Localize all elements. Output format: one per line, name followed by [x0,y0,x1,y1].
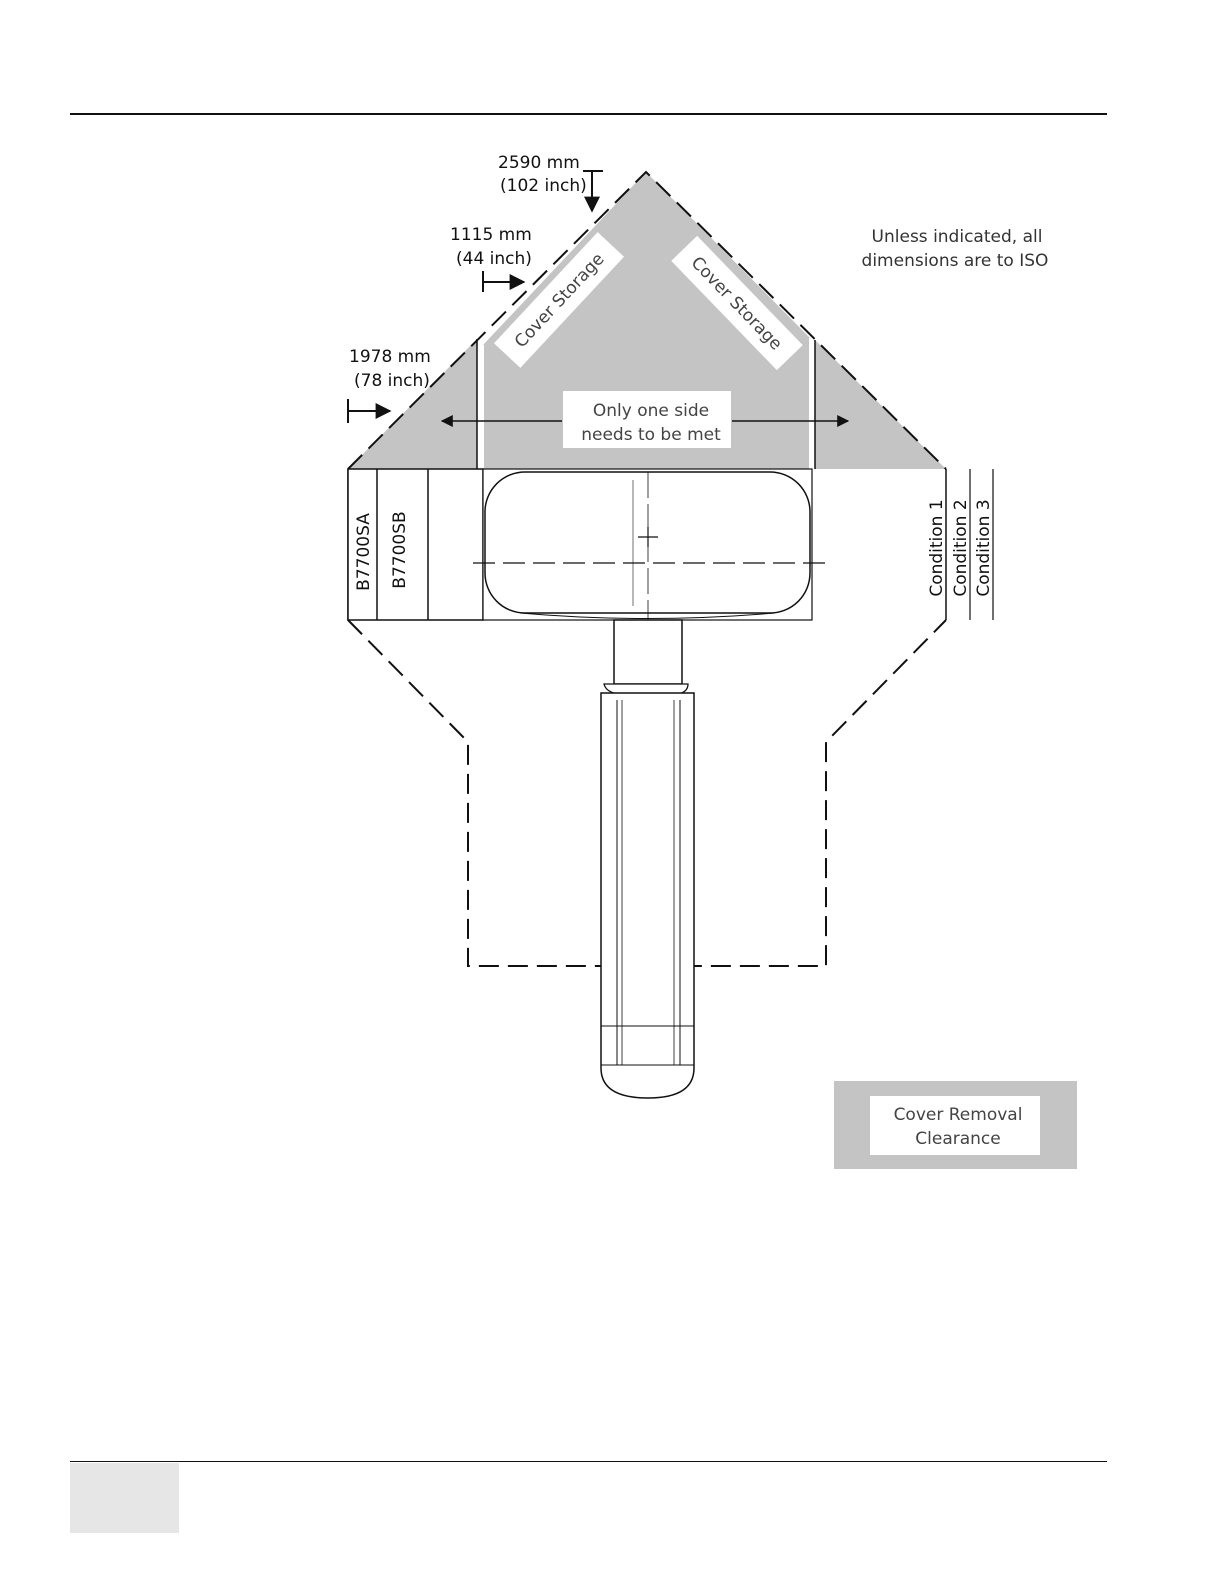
iso-note-line1: Unless indicated, all [872,227,1043,247]
condition-3-label: Condition 3 [974,499,994,596]
dim-1978-mm: 1978 mm [349,347,431,367]
iso-note-line2: dimensions are to ISO [862,251,1049,271]
dim-2590-inch: (102 inch) [500,176,587,196]
footer-page-block [70,1463,179,1533]
condition-2-label: Condition 2 [951,499,971,596]
only-one-side-line1: Only one side [593,401,709,421]
dim-2590-mm: 2590 mm [498,153,580,173]
iso-note: Unless indicated, all dimensions are to … [862,227,1049,271]
model-label-b7700sb: B7700SB [390,511,410,588]
footer-rule [70,1461,1107,1462]
legend-line1: Cover Removal [894,1105,1023,1125]
dim-1115-inch: (44 inch) [456,249,532,269]
condition-1-label: Condition 1 [927,499,947,596]
only-one-side-box: Only one side needs to be met [563,391,731,448]
dimension-1115: 1115 mm (44 inch) [450,225,532,292]
only-one-side-line2: needs to be met [581,425,721,445]
model-table: B7700SA B7700SB [348,469,483,620]
dim-1978-inch: (78 inch) [354,371,430,391]
dim-1115-mm: 1115 mm [450,225,532,245]
legend-line2: Clearance [915,1129,1000,1149]
model-label-b7700sa: B7700SA [354,513,374,591]
dimension-2590: 2590 mm (102 inch) [498,153,603,211]
condition-column: Condition 1 Condition 2 Condition 3 [927,469,994,620]
legend-cover-removal: Cover Removal Clearance [834,1081,1077,1169]
machine-arm [601,620,694,1098]
